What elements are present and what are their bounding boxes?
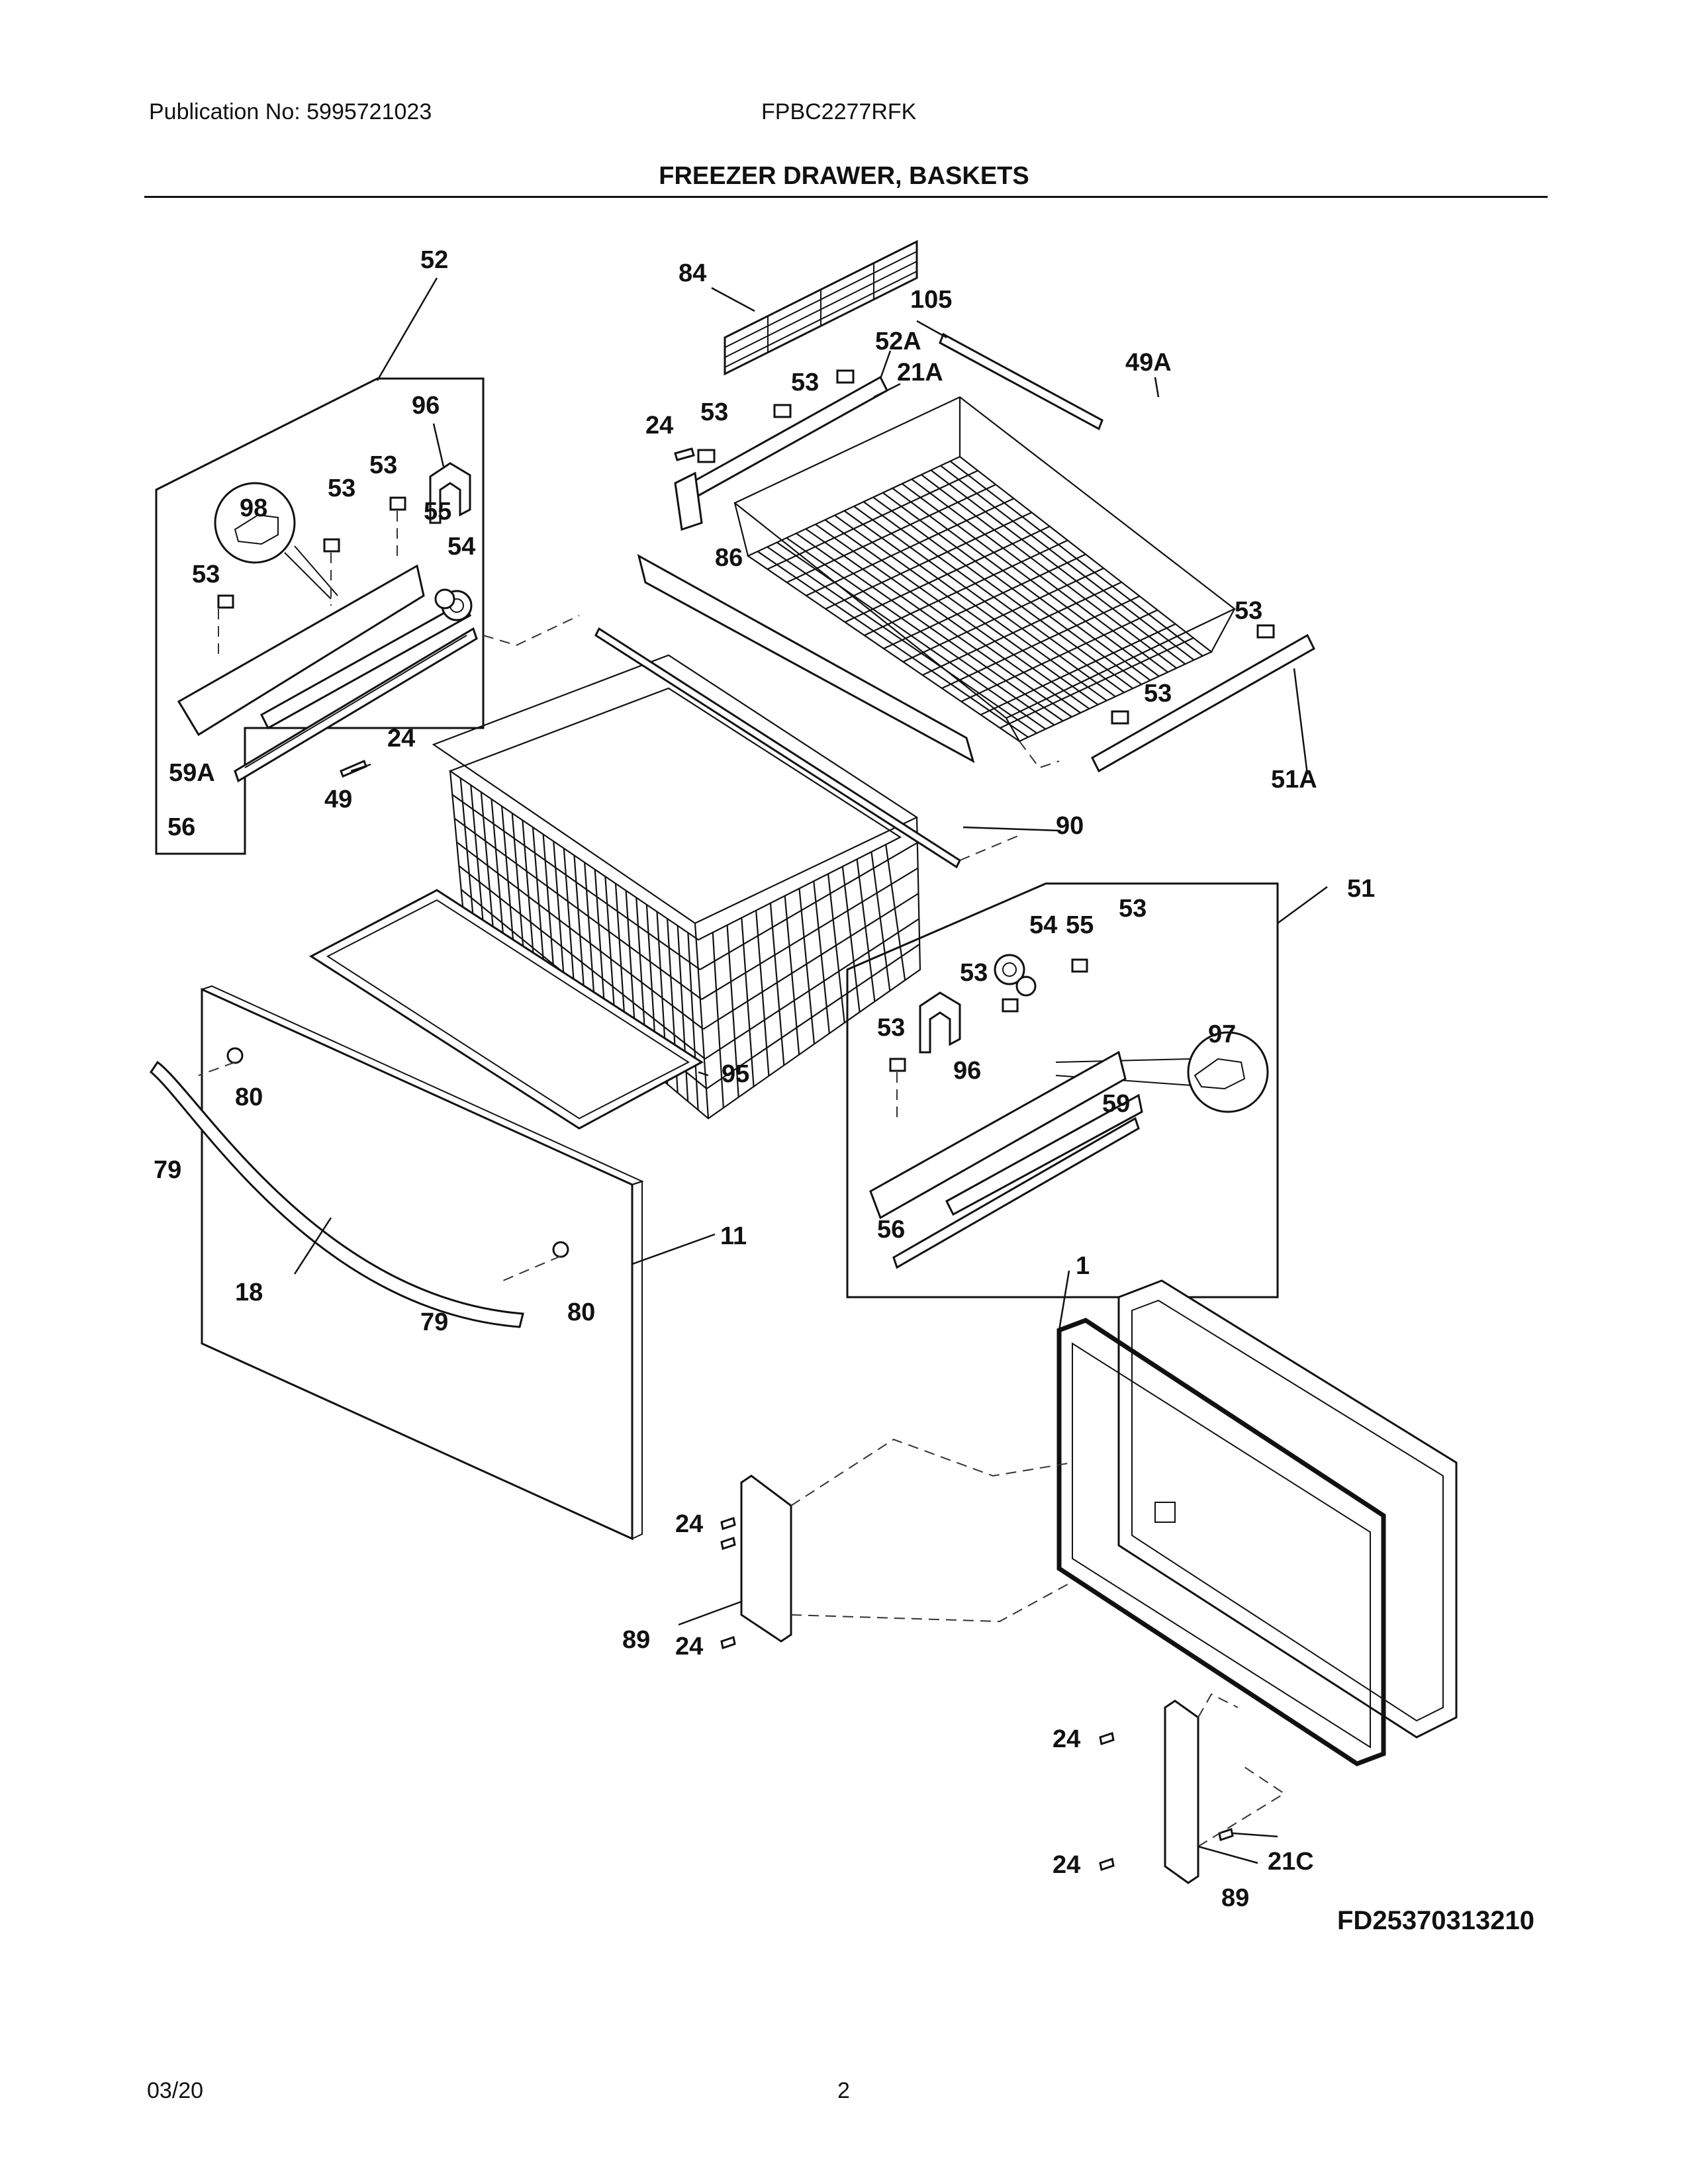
callout-97: 97	[1208, 1021, 1236, 1048]
callout-53: 53	[877, 1014, 905, 1042]
callout-53: 53	[1119, 895, 1147, 923]
callout-labels: 52 96 98 53 53 53 55 54 59A 56 24 49 84 …	[154, 246, 1375, 1912]
callout-53: 53	[1144, 680, 1172, 707]
callout-24: 24	[675, 1633, 703, 1661]
callout-53: 53	[369, 451, 397, 479]
leader-lines	[293, 277, 1328, 1864]
callout-98: 98	[240, 494, 267, 522]
title-rule	[144, 196, 1548, 198]
callout-1: 1	[1076, 1252, 1090, 1280]
callout-79: 79	[420, 1308, 448, 1336]
callout-96: 96	[953, 1057, 981, 1085]
left-slide-assembly-inset	[155, 377, 485, 855]
callout-21c: 21C	[1268, 1848, 1314, 1876]
callout-24: 24	[645, 412, 673, 439]
callout-54: 54	[1029, 911, 1057, 939]
callout-59: 59	[1102, 1090, 1130, 1118]
callout-51a: 51A	[1271, 766, 1317, 794]
callout-80: 80	[235, 1083, 263, 1111]
callout-52a: 52A	[875, 328, 921, 355]
door-frame-group	[1056, 1279, 1458, 1766]
callout-86: 86	[715, 544, 743, 572]
callout-53: 53	[328, 475, 355, 502]
callout-24: 24	[1053, 1851, 1080, 1879]
callout-59a: 59A	[169, 759, 215, 787]
callout-55: 55	[1066, 911, 1094, 939]
callout-89: 89	[622, 1626, 650, 1654]
callout-56: 56	[877, 1216, 905, 1244]
callout-49a: 49A	[1125, 349, 1172, 377]
callout-53: 53	[960, 959, 988, 987]
callout-11: 11	[720, 1222, 747, 1250]
lower-basket-group	[309, 615, 1023, 1130]
callout-89: 89	[1221, 1884, 1249, 1912]
callout-53: 53	[1235, 597, 1262, 625]
callout-49: 49	[324, 786, 352, 813]
callout-24: 24	[1053, 1725, 1080, 1753]
callout-18: 18	[235, 1279, 263, 1306]
drawer-front-group	[149, 985, 644, 1541]
callout-53: 53	[791, 369, 819, 396]
drawing-code: FD25370313210	[1337, 1906, 1535, 1935]
publication-number: Publication No: 5995721023	[149, 99, 432, 124]
callout-52: 52	[420, 246, 448, 274]
callout-56: 56	[167, 813, 195, 841]
callout-95: 95	[722, 1060, 749, 1088]
callout-51: 51	[1347, 875, 1375, 903]
callout-24: 24	[387, 725, 415, 752]
upper-basket-group	[637, 240, 1315, 773]
callout-55: 55	[424, 498, 451, 525]
callout-105: 105	[910, 286, 952, 314]
callout-24: 24	[675, 1510, 703, 1538]
callout-54: 54	[447, 533, 475, 561]
callout-53: 53	[700, 398, 728, 426]
page-title: FREEZER DRAWER, BASKETS	[659, 162, 1029, 190]
mounting-brackets	[720, 1438, 1286, 1884]
right-slide-assembly-inset	[846, 882, 1279, 1298]
callout-80: 80	[567, 1298, 595, 1326]
callout-84: 84	[679, 259, 706, 287]
model-number: FPBC2277RFK	[761, 99, 917, 124]
callout-90: 90	[1056, 812, 1084, 840]
callout-79: 79	[154, 1156, 181, 1184]
page-number: 2	[837, 2078, 850, 2103]
callout-53: 53	[192, 561, 220, 588]
callout-96: 96	[412, 392, 440, 420]
callout-21a: 21A	[897, 359, 943, 387]
revision-date: 03/20	[147, 2078, 204, 2103]
